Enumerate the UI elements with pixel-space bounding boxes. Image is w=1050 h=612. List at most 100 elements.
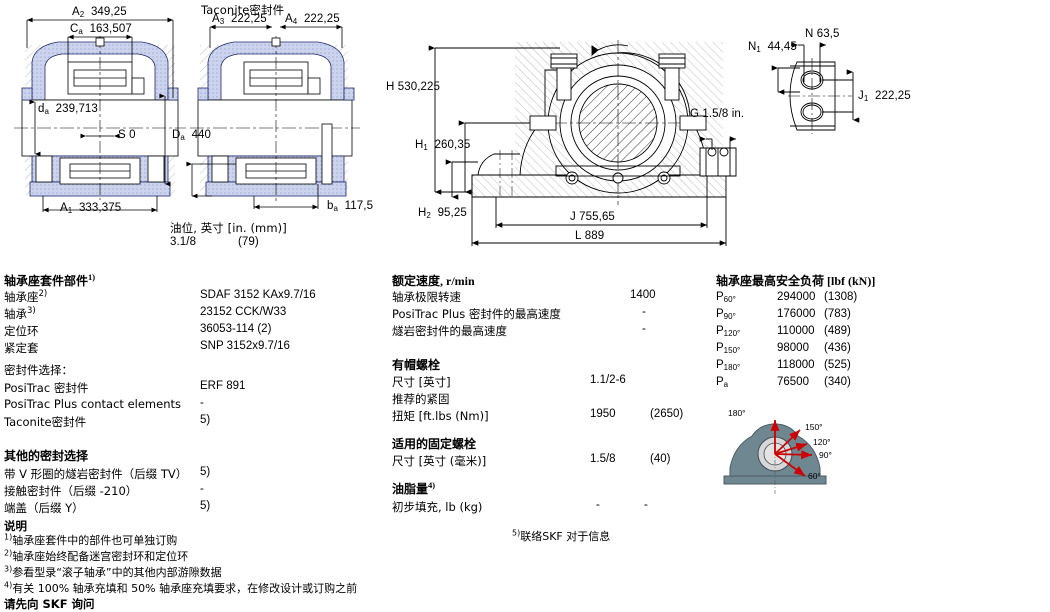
dim-label-A2: A2 349,25 <box>72 6 127 19</box>
hold-bolts-heading: 适用的固定螺栓 <box>392 437 477 451</box>
dim-label-N1: N1 44,45 <box>748 41 797 54</box>
foot-detail-view <box>771 42 860 134</box>
component-label-housing: 轴承座2) <box>4 289 48 304</box>
dim-label-Da: Da 440 <box>172 129 212 142</box>
dim-label-A4: A4 222,25 <box>285 13 340 26</box>
dim-label-A1: A1 333,375 <box>60 202 122 215</box>
middle-section-view <box>186 24 360 210</box>
speeds-bolts-column: 额定速度, r/min 轴承极限转速 1400 PosiTrac Plus 密封… <box>392 272 712 522</box>
other-seal-value-210: - <box>200 483 204 495</box>
hold-bolt-size-value: 1.5/8 <box>590 453 616 465</box>
other-seal-label-210: 接触密封件（后缀 -210） <box>4 484 138 498</box>
grease-fill-label: 初步填充, lb (kg) <box>392 500 483 514</box>
other-seal-label-tv: 带 V 形圈的燧岩密封件（后缀 TV） <box>4 467 188 481</box>
dim-label-H2: H2 95,25 <box>418 207 467 220</box>
dim-label-da: da 239,713 <box>38 103 98 116</box>
component-value-housing: SDAF 3152 KAx9.7/16 <box>200 289 316 301</box>
drawings-region: A2 349,25 Ca 163,507 da 239,713 S 0 Da 4… <box>0 0 1050 262</box>
technical-drawings-svg <box>14 17 860 246</box>
load-symbol-pa: Pa <box>716 376 729 389</box>
speed-value-positrac-plus: - <box>642 306 646 318</box>
seal-label-positrac: PosiTrac 密封件 <box>4 381 89 395</box>
load-symbol-p120: P120° <box>716 325 741 338</box>
load-angle-120: 120° <box>813 437 831 447</box>
oil-level-inch: 3.1/8 <box>170 236 197 248</box>
speed-value-limiting: 1400 <box>630 289 656 301</box>
cap-bolt-size-value: 1.1/2-6 <box>590 374 626 386</box>
right-pillow-block-view <box>428 40 737 246</box>
other-seal-value-endcover: 5) <box>200 500 211 512</box>
load-symbol-p180: P180° <box>716 359 741 372</box>
dim-label-H: H 530,225 <box>386 81 440 93</box>
loads-column: 轴承座最高安全负荷 [lbf (kN)] P60° 294000 (1308) … <box>716 272 1046 522</box>
components-column: 轴承座套件部件1) 轴承座2) SDAF 3152 KAx9.7/16 轴承3)… <box>4 272 394 522</box>
dim-label-J: J 755,65 <box>570 211 615 223</box>
load-symbol-p150: P150° <box>716 342 741 355</box>
notes-heading: 说明 <box>4 519 27 533</box>
seal-label-positrac-plus: PosiTrac Plus contact elements <box>4 397 182 411</box>
dim-label-S: S 0 <box>118 129 136 141</box>
taconite-caption: Taconite密封件 <box>201 3 285 17</box>
component-value-locating-ring: 36053-114 (2) <box>200 323 272 335</box>
load-lbf-pa: 76500 <box>777 376 809 388</box>
dim-label-Ca: Ca 163,507 <box>70 23 132 36</box>
load-lbf-p150: 98000 <box>777 342 809 354</box>
dim-label-G: G 1.5/8 in. <box>690 108 745 120</box>
load-kn-p120: (489) <box>824 325 851 337</box>
load-direction-diagram: 180° 150° 120° 90° 60° <box>712 406 862 496</box>
load-angle-90: 90° <box>819 450 832 460</box>
cap-bolt-torque-value-nm: (2650) <box>650 408 684 420</box>
load-symbol-p60: P60° <box>716 291 736 304</box>
note-item-2: 2)轴承座始终配备迷宫密封环和定位环 <box>4 548 189 563</box>
load-angle-180: 180° <box>728 408 746 418</box>
component-value-adapter-sleeve: SNP 3152x9.7/16 <box>200 340 290 352</box>
seal-label-taconite: Taconite密封件 <box>4 415 87 429</box>
note-item-3: 3)参看型录“滚子轴承”中的其他内部游隙数据 <box>4 564 222 579</box>
seal-value-taconite: 5) <box>200 414 211 426</box>
dim-label-L: L 889 <box>575 230 605 242</box>
component-label-locating-ring: 定位环 <box>4 324 39 338</box>
load-kn-p180: (525) <box>824 359 851 371</box>
dim-label-N: N 63,5 <box>805 28 840 40</box>
note-item-1: 1)轴承座套件中的部件也可单独订购 <box>4 532 178 547</box>
seal-value-positrac-plus: - <box>200 397 204 409</box>
oil-level-label: 油位, 英寸 [in. (mm)] <box>170 221 287 235</box>
dim-label-ba: ba 117,5 <box>327 200 374 213</box>
cap-bolt-torque-label: 扭矩 [ft.lbs (Nm)] <box>392 409 489 423</box>
other-seal-value-tv: 5) <box>200 466 211 478</box>
load-lbf-p90: 176000 <box>777 308 816 320</box>
note-final-line: 请先向 SKF 询问 <box>4 597 95 611</box>
oil-level-mm: (79) <box>238 236 259 248</box>
speed-label-taconite: 燧岩密封件的最高速度 <box>392 324 507 338</box>
cap-bolts-heading: 有帽螺栓 <box>392 358 441 372</box>
speed-value-taconite: - <box>642 323 646 335</box>
component-value-bearing: 23152 CCK/W33 <box>200 306 287 318</box>
component-label-bearing: 轴承3) <box>4 306 36 321</box>
load-lbf-p120: 110000 <box>777 325 815 337</box>
components-heading: 轴承座套件部件1) <box>4 272 96 288</box>
note-item-5: 5)联络SKF 对于信息 <box>512 528 611 543</box>
load-lbf-p180: 118000 <box>777 359 815 371</box>
hold-bolt-size-value-mm: (40) <box>650 453 671 465</box>
seal-value-positrac: ERF 891 <box>200 380 246 392</box>
load-kn-pa: (340) <box>824 376 851 388</box>
grease-heading: 油脂量4) <box>392 480 436 496</box>
loads-heading: 轴承座最高安全负荷 [lbf (kN)] <box>716 274 876 288</box>
left-section-view <box>14 17 186 213</box>
speeds-heading: 额定速度, r/min <box>392 274 475 288</box>
dim-label-J1: J1 222,25 <box>858 90 911 103</box>
note-item-4: 4)有关 100% 轴承充填和 50% 轴承座充填要求，在修改设计或订购之前 <box>4 580 358 595</box>
grease-fill-value: - <box>596 499 600 511</box>
cap-bolt-recommend-label: 推荐的紧固 <box>392 392 450 406</box>
component-label-adapter-sleeve: 紧定套 <box>4 341 39 355</box>
load-angle-150: 150° <box>805 422 823 432</box>
load-angle-60: 60° <box>808 471 821 481</box>
cap-bolt-size-label: 尺寸 [英寸] <box>392 375 451 389</box>
load-lbf-p60: 294000 <box>777 291 816 303</box>
speed-label-limiting: 轴承极限转速 <box>392 290 461 304</box>
load-kn-p90: (783) <box>824 308 851 320</box>
load-kn-p150: (436) <box>824 342 851 354</box>
cap-bolt-torque-value: 1950 <box>590 408 616 420</box>
other-seal-label-endcover: 端盖（后缀 Y） <box>4 501 84 515</box>
